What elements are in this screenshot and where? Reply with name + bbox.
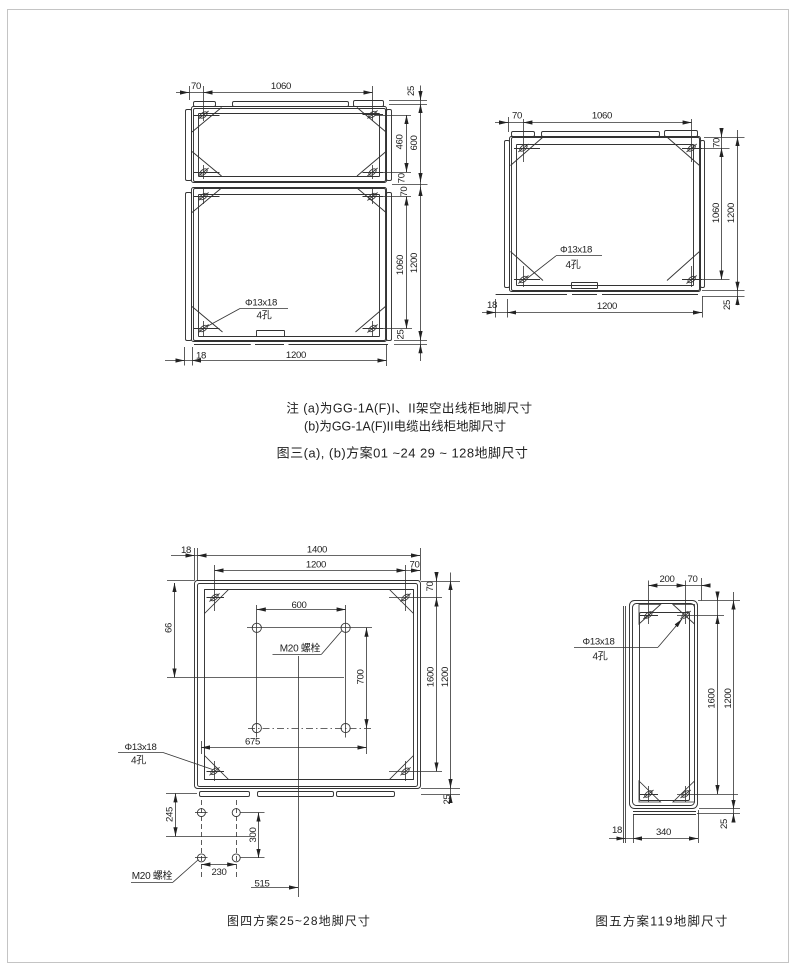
svg-text:Φ13x18: Φ13x18 xyxy=(245,297,277,308)
svg-text:M20 螺栓: M20 螺栓 xyxy=(132,869,173,882)
svg-text:1200: 1200 xyxy=(306,559,326,570)
svg-text:1060: 1060 xyxy=(711,203,722,223)
svg-text:Φ13x18: Φ13x18 xyxy=(125,742,157,753)
svg-text:4孔: 4孔 xyxy=(566,259,581,271)
svg-text:(b)为GG-1A(F)II电缆出线柜地脚尺寸: (b)为GG-1A(F)II电缆出线柜地脚尺寸 xyxy=(304,418,506,433)
svg-text:460: 460 xyxy=(394,134,405,149)
svg-text:1200: 1200 xyxy=(286,350,306,361)
svg-text:515: 515 xyxy=(254,879,269,890)
svg-text:1600: 1600 xyxy=(425,667,436,687)
svg-text:70: 70 xyxy=(512,110,522,121)
svg-text:1200: 1200 xyxy=(597,301,617,312)
svg-text:图三(a), (b)方案01 ~24 29 ~ 128地脚尺: 图三(a), (b)方案01 ~24 29 ~ 128地脚尺寸 xyxy=(277,445,529,460)
svg-text:25: 25 xyxy=(719,819,730,829)
svg-text:66: 66 xyxy=(163,623,174,633)
svg-text:注 (a)为GG-1A(F)I、II架空出线柜地脚尺寸: 注 (a)为GG-1A(F)I、II架空出线柜地脚尺寸 xyxy=(286,400,532,415)
svg-text:Φ13x18: Φ13x18 xyxy=(583,636,615,647)
svg-text:1060: 1060 xyxy=(395,255,406,275)
svg-text:M20 螺栓: M20 螺栓 xyxy=(280,641,321,654)
svg-text:700: 700 xyxy=(355,669,366,684)
svg-text:340: 340 xyxy=(656,827,671,838)
svg-text:70: 70 xyxy=(425,581,436,591)
svg-text:4孔: 4孔 xyxy=(593,650,608,662)
svg-text:245: 245 xyxy=(164,807,175,822)
svg-text:18: 18 xyxy=(181,545,191,556)
svg-text:Φ13x18: Φ13x18 xyxy=(560,244,592,255)
svg-text:200: 200 xyxy=(659,574,674,585)
svg-text:25: 25 xyxy=(722,300,733,310)
svg-text:70: 70 xyxy=(396,173,407,183)
svg-text:70: 70 xyxy=(409,559,419,570)
svg-text:230: 230 xyxy=(211,867,226,878)
svg-text:1060: 1060 xyxy=(271,81,291,92)
svg-text:675: 675 xyxy=(245,736,260,747)
svg-text:图四方案25~28地脚尺寸: 图四方案25~28地脚尺寸 xyxy=(227,913,371,928)
svg-text:70: 70 xyxy=(399,187,410,197)
svg-text:18: 18 xyxy=(487,300,497,311)
svg-text:25: 25 xyxy=(406,86,417,96)
svg-text:600: 600 xyxy=(409,135,420,150)
svg-text:1600: 1600 xyxy=(706,688,717,708)
svg-text:300: 300 xyxy=(248,827,259,842)
svg-text:18: 18 xyxy=(196,350,206,361)
svg-text:25: 25 xyxy=(395,329,406,339)
svg-text:1200: 1200 xyxy=(440,667,451,687)
svg-text:1400: 1400 xyxy=(307,544,327,555)
svg-text:4孔: 4孔 xyxy=(131,754,146,766)
svg-text:4孔: 4孔 xyxy=(257,309,272,321)
svg-text:70: 70 xyxy=(687,574,697,585)
svg-text:18: 18 xyxy=(612,825,622,836)
svg-text:600: 600 xyxy=(291,600,306,611)
svg-text:1200: 1200 xyxy=(726,203,737,223)
svg-text:1060: 1060 xyxy=(592,110,612,121)
svg-text:1200: 1200 xyxy=(409,253,420,273)
svg-text:25: 25 xyxy=(442,794,453,804)
svg-text:70: 70 xyxy=(191,81,201,92)
svg-text:1200: 1200 xyxy=(723,688,734,708)
svg-text:图五方案119地脚尺寸: 图五方案119地脚尺寸 xyxy=(595,913,728,928)
svg-text:70: 70 xyxy=(711,138,722,148)
